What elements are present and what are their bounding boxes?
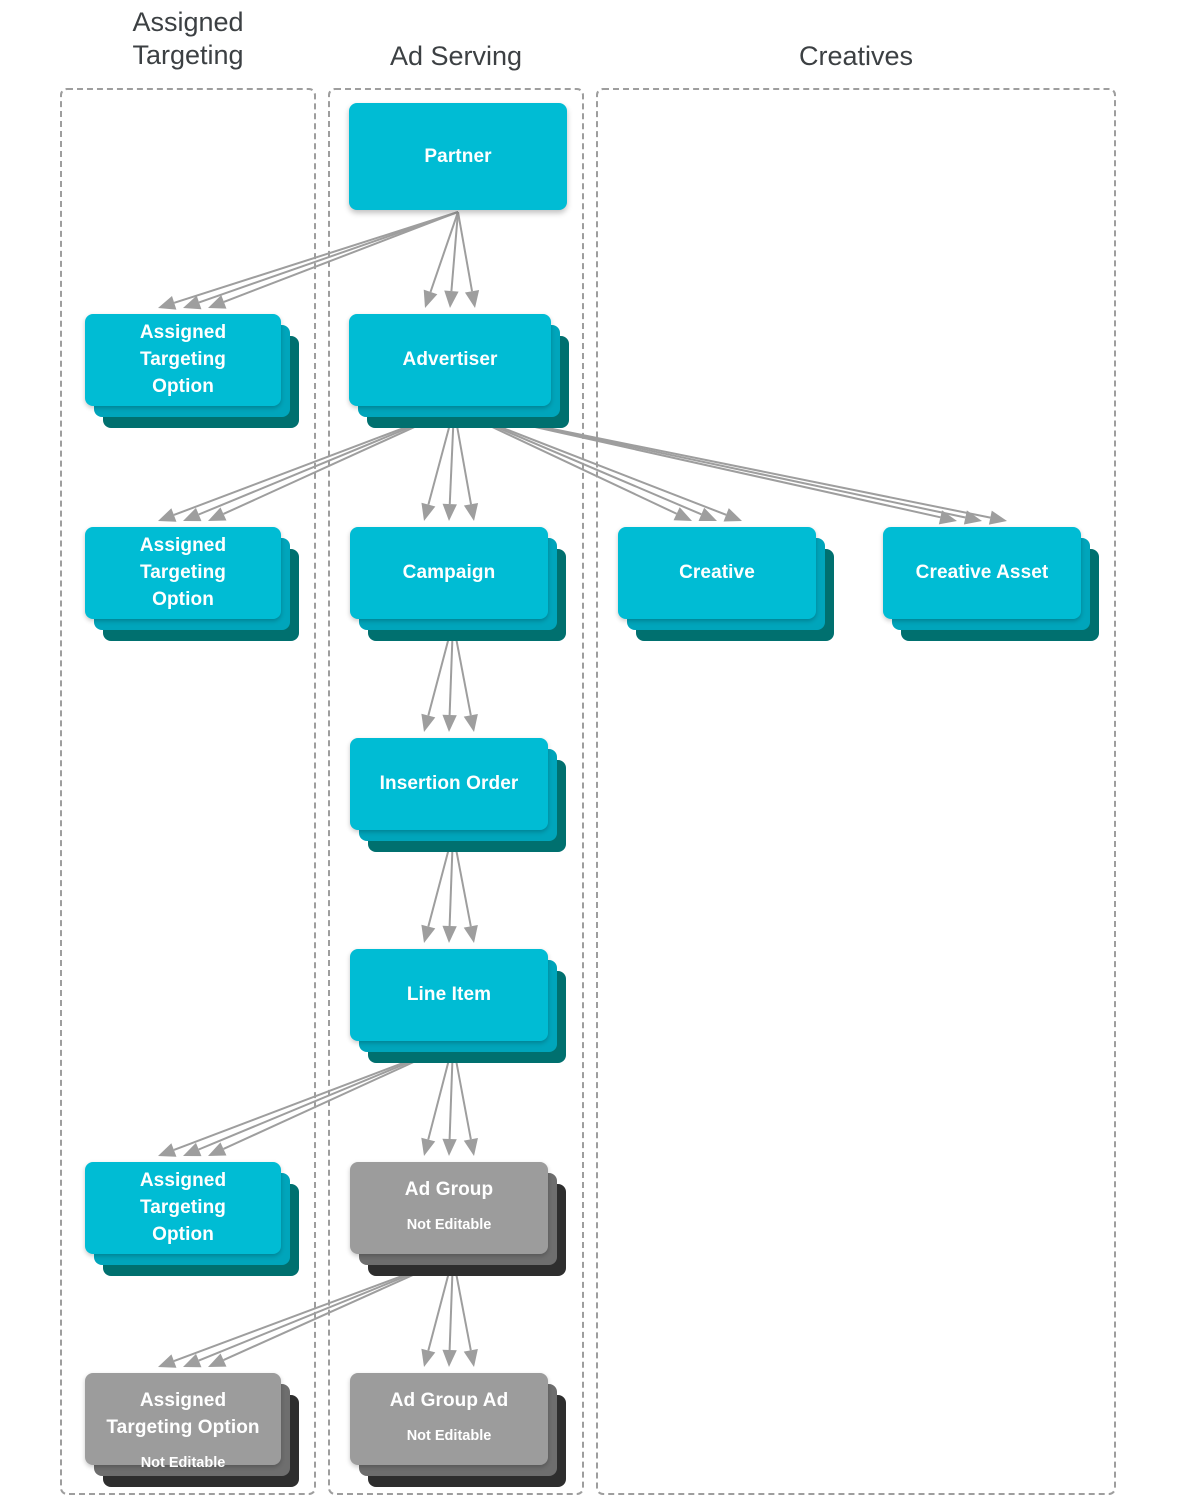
column-title-creatives: Creatives [798, 41, 914, 71]
card-front [350, 527, 548, 619]
card-front [349, 314, 551, 406]
card-front [85, 1162, 281, 1254]
card-front [618, 527, 816, 619]
card-front [350, 1373, 548, 1465]
card-front [85, 314, 281, 406]
card-front [350, 949, 548, 1041]
card-front [85, 1373, 281, 1465]
node-creative-asset[interactable]: Creative Asset [883, 527, 1099, 641]
column-container-creatives [596, 88, 1116, 1495]
node-insertion-order[interactable]: Insertion Order [350, 738, 566, 852]
card-front [85, 527, 281, 619]
column-container-assigned-targeting [60, 88, 316, 1495]
node-campaign[interactable]: Campaign [350, 527, 566, 641]
node-line-item[interactable]: Line Item [350, 949, 566, 1063]
card-front [350, 1162, 548, 1254]
card-front [349, 103, 567, 210]
card-front [350, 738, 548, 830]
node-advertiser[interactable]: Advertiser [349, 314, 569, 428]
column-container-ad-serving [328, 88, 584, 1495]
node-creative[interactable]: Creative [618, 527, 834, 641]
card-front [883, 527, 1081, 619]
node-ato-3[interactable]: Assigned Targeting Option [85, 1162, 299, 1276]
column-title-ad-serving: Ad Serving [389, 41, 523, 71]
node-partner[interactable]: Partner [349, 103, 567, 210]
node-ato-2[interactable]: Assigned Targeting Option [85, 527, 299, 641]
column-title-assigned-targeting: Assigned Targeting [132, 7, 244, 70]
node-ato-1[interactable]: Assigned Targeting Option [85, 314, 299, 428]
